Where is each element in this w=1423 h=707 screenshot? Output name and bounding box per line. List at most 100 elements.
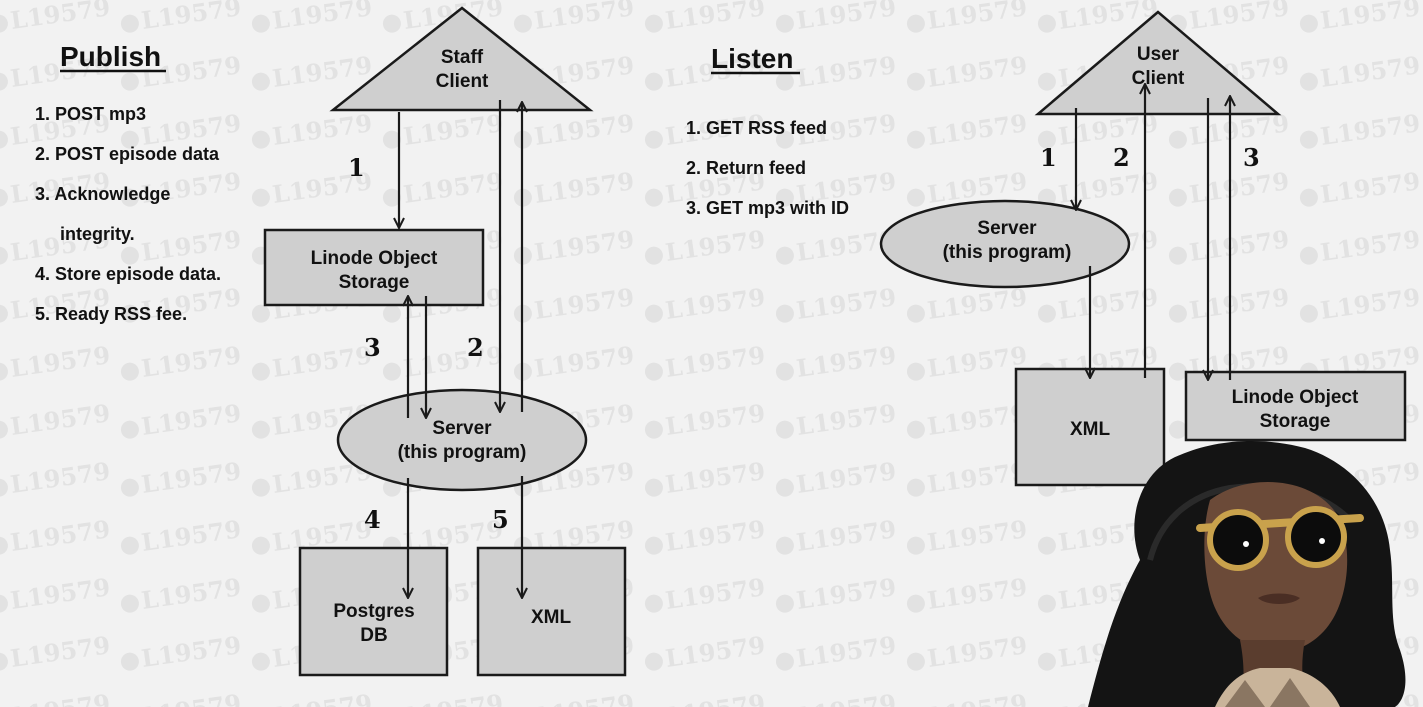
svg-text:L19579: L19579 xyxy=(926,514,1029,557)
svg-text:L19579: L19579 xyxy=(1319,0,1422,35)
postgres-db-label: DB xyxy=(360,625,387,646)
svg-text:L19579: L19579 xyxy=(533,688,636,707)
publish-server-label: Server xyxy=(432,418,492,439)
svg-text:L19579: L19579 xyxy=(664,224,767,267)
watermark-mark: L19579 xyxy=(644,572,767,615)
user-client-label: User xyxy=(1137,44,1180,65)
svg-text:L19579: L19579 xyxy=(1319,282,1422,325)
svg-text:L19579: L19579 xyxy=(664,514,767,557)
svg-text:L19579: L19579 xyxy=(1188,166,1291,209)
watermark-mark: L19579 xyxy=(251,50,374,93)
watermark-mark: L19579 xyxy=(0,572,112,615)
svg-text:L19579: L19579 xyxy=(9,514,112,557)
svg-text:L19579: L19579 xyxy=(664,456,767,499)
watermark-mark: L19579 xyxy=(0,340,112,383)
publish-arrow-number: 2 xyxy=(467,333,484,362)
listen-arrow-number: 2 xyxy=(1113,143,1130,172)
svg-text:L19579: L19579 xyxy=(926,0,1029,35)
watermark-mark: L19579 xyxy=(251,108,374,151)
watermark-mark: L19579 xyxy=(0,0,112,35)
watermark-mark: L19579 xyxy=(906,0,1029,35)
watermark-mark: L19579 xyxy=(644,398,767,441)
svg-text:L19579: L19579 xyxy=(926,108,1029,151)
listen-xml-node xyxy=(1014,367,1166,487)
watermark-mark: L19579 xyxy=(775,398,898,441)
watermark-mark: L19579 xyxy=(1168,0,1291,35)
watermark-mark: L19579 xyxy=(513,0,636,35)
svg-text:L19579: L19579 xyxy=(271,0,374,35)
svg-text:L19579: L19579 xyxy=(402,166,505,209)
watermark-mark: L19579 xyxy=(906,514,1029,557)
listen-object-storage-label: Storage xyxy=(1260,411,1331,432)
publish-step: 3. Acknowledge xyxy=(35,184,170,204)
svg-text:L19579: L19579 xyxy=(271,688,374,707)
svg-text:L19579: L19579 xyxy=(795,340,898,383)
watermark-mark: L19579 xyxy=(513,224,636,267)
publish-arrow-number: 1 xyxy=(348,153,365,182)
watermark-mark: L19579 xyxy=(775,456,898,499)
svg-text:L19579: L19579 xyxy=(664,340,767,383)
svg-text:L19579: L19579 xyxy=(9,340,112,383)
publish-step: 5. Ready RSS fee. xyxy=(35,304,187,324)
svg-text:L19579: L19579 xyxy=(533,224,636,267)
publish-step: integrity. xyxy=(60,224,135,244)
publish-arrow-number: 4 xyxy=(364,505,381,534)
svg-text:L19579: L19579 xyxy=(533,166,636,209)
watermark-mark: L19579 xyxy=(251,340,374,383)
svg-text:L19579: L19579 xyxy=(9,688,112,707)
svg-text:L19579: L19579 xyxy=(140,398,243,441)
svg-text:L19579: L19579 xyxy=(664,0,767,35)
svg-text:L19579: L19579 xyxy=(795,0,898,35)
watermark-mark: L19579 xyxy=(1299,224,1422,267)
listen-step: 2. Return feed xyxy=(686,158,806,178)
svg-text:L19579: L19579 xyxy=(271,108,374,151)
svg-text:L19579: L19579 xyxy=(664,688,767,707)
watermark-mark: L19579 xyxy=(1299,166,1422,209)
svg-text:L19579: L19579 xyxy=(1319,166,1422,209)
svg-text:L19579: L19579 xyxy=(1319,50,1422,93)
svg-text:L19579: L19579 xyxy=(140,456,243,499)
watermark-mark: L19579 xyxy=(1299,50,1422,93)
listen-step: 1. GET RSS feed xyxy=(686,118,827,138)
publish-xml-node xyxy=(476,546,627,677)
watermark-mark: L19579 xyxy=(644,514,767,557)
svg-text:L19579: L19579 xyxy=(795,50,898,93)
watermark-mark: L19579 xyxy=(0,514,112,557)
watermark-mark: L19579 xyxy=(513,282,636,325)
listen-server-label: Server xyxy=(977,218,1037,239)
watermark-mark: L19579 xyxy=(1037,108,1160,151)
watermark-mark: L19579 xyxy=(906,398,1029,441)
svg-text:L19579: L19579 xyxy=(926,456,1029,499)
svg-text:L19579: L19579 xyxy=(402,108,505,151)
watermark-mark: L19579 xyxy=(0,630,112,673)
svg-text:L19579: L19579 xyxy=(926,50,1029,93)
watermark-mark: L19579 xyxy=(120,0,243,35)
watermark-mark: L19579 xyxy=(120,514,243,557)
watermark-mark: L19579 xyxy=(775,572,898,615)
publish-object-storage-label: Linode Object xyxy=(311,248,438,269)
svg-text:L19579: L19579 xyxy=(402,688,505,707)
watermark-mark: L19579 xyxy=(906,340,1029,383)
user-client-node xyxy=(1034,10,1282,116)
staff-client-label: Staff xyxy=(441,47,484,68)
watermark-mark: L19579 xyxy=(120,630,243,673)
svg-text:L19579: L19579 xyxy=(140,0,243,35)
svg-text:L19579: L19579 xyxy=(795,456,898,499)
svg-text:L19579: L19579 xyxy=(926,630,1029,673)
listen-server-label: (this program) xyxy=(943,242,1072,263)
watermark-mark: L19579 xyxy=(513,166,636,209)
svg-text:L19579: L19579 xyxy=(140,340,243,383)
listen-step: 3. GET mp3 with ID xyxy=(686,198,849,218)
svg-text:L19579: L19579 xyxy=(140,630,243,673)
svg-text:L19579: L19579 xyxy=(533,108,636,151)
svg-text:L19579: L19579 xyxy=(795,630,898,673)
publish-object-storage-node xyxy=(263,228,485,307)
svg-text:L19579: L19579 xyxy=(664,630,767,673)
publish-step: 1. POST mp3 xyxy=(35,104,146,124)
watermark-mark: L19579 xyxy=(120,572,243,615)
publish-step: 2. POST episode data xyxy=(35,144,220,164)
svg-text:L19579: L19579 xyxy=(402,340,505,383)
postgres-db-label: Postgres xyxy=(333,601,414,622)
watermark-mark: L19579 xyxy=(906,456,1029,499)
